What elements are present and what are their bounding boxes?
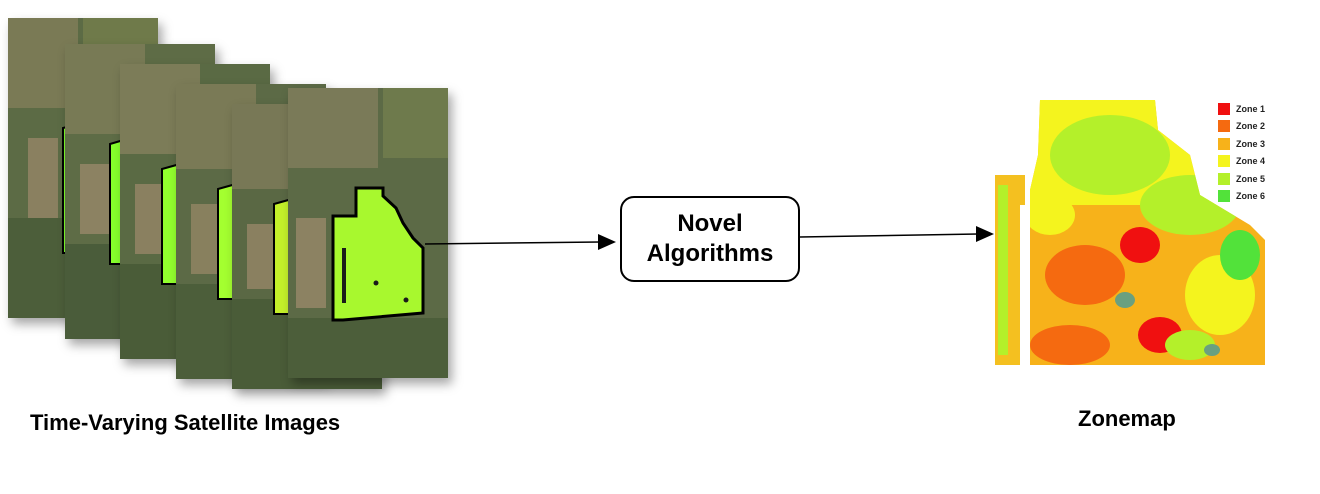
legend-item: Zone 3 xyxy=(1218,135,1265,153)
legend-label: Zone 4 xyxy=(1236,156,1266,167)
right-caption: Zonemap xyxy=(1078,406,1176,431)
arrow-algorithms-to-zonemap xyxy=(799,233,979,238)
novel-algorithms-box: Novel Algorithms xyxy=(620,196,800,282)
zone-legend: Zone 1 Zone 2 Zone 3 Zone 4 Zone 5 Zone … xyxy=(1218,100,1265,205)
legend-label: Zone 3 xyxy=(1236,138,1266,149)
legend-item: Zone 4 xyxy=(1218,153,1265,171)
legend-label: Zone 2 xyxy=(1236,121,1266,132)
process-line2: Algorithms xyxy=(646,240,774,267)
left-caption: Time-Varying Satellite Images xyxy=(30,410,341,435)
legend-item: Zone 5 xyxy=(1218,170,1265,188)
legend-item: Zone 2 xyxy=(1218,118,1265,136)
process-line1: Novel xyxy=(677,210,743,237)
legend-swatch xyxy=(1218,155,1230,168)
legend-swatch xyxy=(1218,102,1230,115)
satellite-image-stack xyxy=(0,0,470,400)
legend-swatch xyxy=(1218,137,1230,150)
arrowhead-1 xyxy=(598,234,616,250)
legend-label: Zone 6 xyxy=(1236,191,1266,202)
satellite-image-6 xyxy=(288,88,448,378)
legend-label: Zone 1 xyxy=(1236,103,1266,114)
legend-item: Zone 1 xyxy=(1218,100,1265,118)
legend-swatch xyxy=(1218,120,1230,133)
legend-label: Zone 5 xyxy=(1236,173,1266,184)
legend-swatch xyxy=(1218,190,1230,203)
legend-swatch xyxy=(1218,172,1230,185)
legend-item: Zone 6 xyxy=(1218,188,1265,206)
